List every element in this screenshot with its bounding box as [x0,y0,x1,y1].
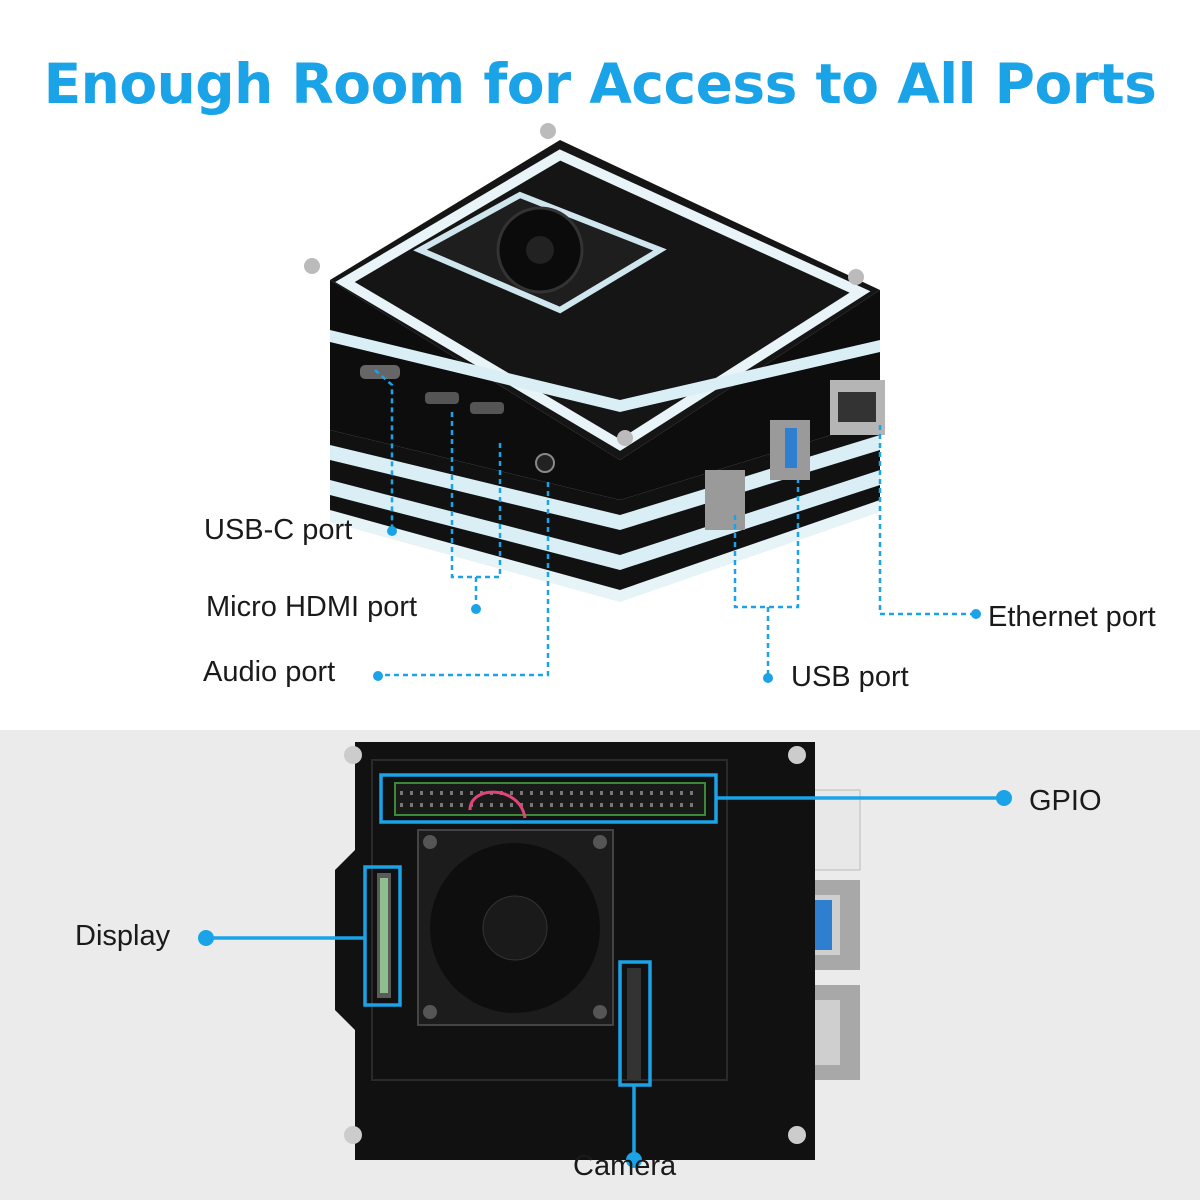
board-top-view [335,742,861,1160]
label-micro-hdmi-port: Micro HDMI port [206,591,418,623]
label-audio-port: Audio port [203,656,336,688]
label-usb-port: USB port [791,661,909,693]
case-3d [304,123,885,602]
top-callouts [374,369,975,678]
label-display: Display [75,920,171,952]
bottom-callout-dots [198,790,1012,1168]
headline: Enough Room for Access to All Ports [43,52,1157,116]
top-callout-dots [373,526,981,683]
label-usbc-port: USB-C port [204,514,353,546]
display-highlight [363,865,402,1007]
label-camera: Camera [573,1150,677,1182]
bottom-callouts [210,773,1000,1155]
label-gpio: GPIO [1029,785,1102,817]
label-ethernet-port: Ethernet port [988,601,1156,633]
